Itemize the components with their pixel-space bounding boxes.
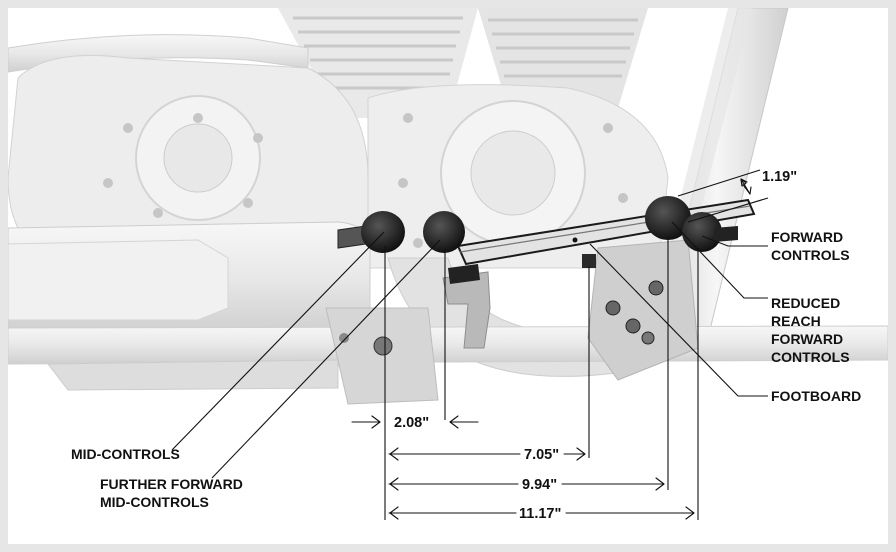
label-footboard: FOOTBOARD <box>771 388 861 404</box>
reduced-reach-peg <box>645 196 691 240</box>
label-reduced-reach-line4: CONTROLS <box>771 349 850 365</box>
label-reduced-reach-line3: FORWARD <box>771 331 843 347</box>
label-further-forward-line2: MID-CONTROLS <box>100 494 209 510</box>
peg-offset-value: 1.19" <box>762 169 797 185</box>
foot-pegs <box>361 196 738 253</box>
forward-value: 11.17" <box>519 506 561 522</box>
forward-controls-peg <box>682 212 722 252</box>
label-forward-controls-line2: CONTROLS <box>771 247 850 263</box>
extension-lines <box>384 236 699 520</box>
leader-lines <box>171 221 768 479</box>
reduced-reach-dimension <box>388 477 665 491</box>
label-reduced-reach-line1: REDUCED <box>771 295 840 311</box>
footboard-value: 7.05" <box>524 447 559 463</box>
peg-offset-dimension <box>677 169 769 223</box>
label-mid-controls: MID-CONTROLS <box>71 446 180 462</box>
label-reduced-reach-line2: REACH <box>771 313 821 329</box>
label-forward-controls-line1: FORWARD <box>771 229 843 245</box>
foot-control-diagram: 1.19" 2.08" 7.05" <box>8 8 888 522</box>
reduced-reach-value: 9.94" <box>522 477 557 493</box>
motorcycle-illustration <box>8 8 888 405</box>
forward-dimension <box>388 506 695 520</box>
mid-controls-peg <box>361 211 405 253</box>
further-forward-dimension <box>351 415 479 429</box>
diagram-panel: 1.19" 2.08" 7.05" <box>8 8 888 544</box>
further-forward-value: 2.08" <box>394 415 429 431</box>
further-forward-peg <box>423 211 465 253</box>
footboard-dimension <box>388 447 586 461</box>
label-further-forward-line1: FURTHER FORWARD <box>100 476 243 492</box>
